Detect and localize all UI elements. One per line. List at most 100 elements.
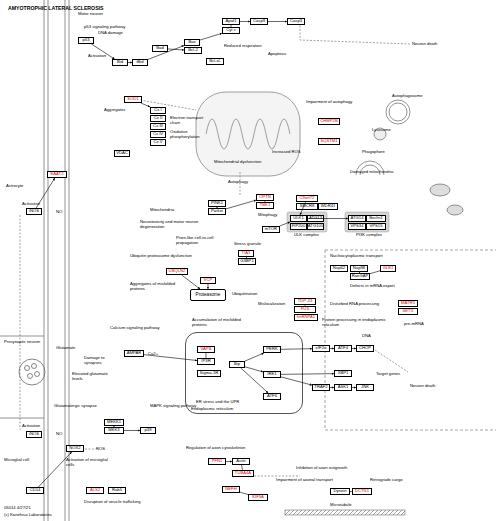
gene-box: FIP200 xyxy=(290,223,307,230)
annotation-text: Glutamate xyxy=(56,346,75,351)
gene-box: Apaf1 xyxy=(222,18,240,25)
annotation-text: Defects in mRNA export xyxy=(350,284,395,289)
node-label: TBK1 xyxy=(260,203,270,207)
annotation-text: Damaged mitochondria xyxy=(350,170,393,175)
pathway-arrow xyxy=(246,257,247,258)
annotation-text: ROS xyxy=(96,447,105,452)
diagram-title: AMYOTROPHIC LATERAL SCLEROSIS xyxy=(8,5,104,11)
node-label: PINK1 xyxy=(211,201,223,205)
pathway-arrow xyxy=(359,272,360,273)
node-label: TIA1 xyxy=(242,251,251,255)
pathway-arrow xyxy=(265,201,266,202)
node-label: Bcl-xL xyxy=(209,59,221,63)
gene-box: VPS34 xyxy=(348,223,366,230)
gene-box: ASK1 xyxy=(334,384,352,391)
gene-box: ULK1 xyxy=(290,215,307,222)
node-label: WDR41 xyxy=(321,204,336,208)
node-label: Rab5 xyxy=(112,488,122,492)
gene-box: Nup62 xyxy=(330,265,348,272)
gene-box: TRAF2 xyxy=(312,384,330,391)
pathway-arrow xyxy=(144,355,197,361)
pathway-arrow xyxy=(281,373,334,375)
node-label: Cx III xyxy=(153,124,163,128)
gene-box: Bad xyxy=(152,45,168,52)
annotation-text: Glutamatergic synapse xyxy=(54,404,97,409)
pathway-arrow xyxy=(307,218,348,219)
gene-box: Rab5 xyxy=(108,487,126,494)
node-label: TUBA4A xyxy=(235,471,251,475)
pathway-arrow xyxy=(182,275,200,289)
node-label: VDAC xyxy=(116,151,128,155)
node-label: ULK1 xyxy=(293,216,303,220)
disease-gene-box: OPTN xyxy=(256,194,274,201)
gene-box: SMCR8 xyxy=(296,203,318,210)
node-label: ATG14 xyxy=(351,216,364,220)
node-label: eIF2α xyxy=(316,346,327,350)
node-label: PERK xyxy=(266,347,277,351)
annotation-text: Oxidative phosphorylation xyxy=(170,130,210,139)
pathway-arrow xyxy=(226,200,256,209)
node-label: UBQLN2 xyxy=(169,269,186,273)
disease-gene-box: NEFH xyxy=(222,486,240,493)
annotation-text: Reduced respiration xyxy=(224,44,261,49)
pathway-arrow xyxy=(241,465,243,470)
pathway-arrow xyxy=(240,492,248,494)
gene-box: ATG14 xyxy=(348,215,366,222)
node-label: ATF4 xyxy=(338,346,348,350)
disease-gene-box: SETX xyxy=(398,308,418,315)
annotation-text: Stress granule xyxy=(234,242,261,247)
annotation-text: Lysosome xyxy=(372,128,391,133)
annotation-text: Microtubule xyxy=(330,503,352,508)
node-label: Endoplasmic reticulum xyxy=(191,407,233,411)
node-label: ATG101 xyxy=(308,224,323,228)
gene-box: CD14 xyxy=(26,487,44,494)
pathway-arrow xyxy=(217,207,218,208)
node-label: G3BP1 xyxy=(240,259,254,263)
pathway-arrow xyxy=(148,46,184,60)
gene-box: MKK3 xyxy=(104,427,124,434)
node-label: FUS xyxy=(301,307,309,311)
pathway-arrow xyxy=(352,387,356,388)
node-label: Bax xyxy=(188,40,195,44)
autophagy-vesicles xyxy=(356,100,463,215)
annotation-text: Microglial cell xyxy=(4,458,29,463)
disease-gene-box: PFN1 xyxy=(208,458,226,465)
gene-box: ATF4 xyxy=(334,345,352,352)
node-label: Actin xyxy=(236,459,245,463)
pathway-arrow xyxy=(281,377,312,385)
node-label: iNOS xyxy=(29,209,39,213)
pathway-arrow xyxy=(241,368,268,393)
node-label: SQSTM1 xyxy=(320,139,337,143)
annotation-text: Activation xyxy=(22,202,40,207)
gene-box: Bcl-xL xyxy=(206,58,224,65)
pathway-arrow xyxy=(114,426,115,427)
annotation-text: Retrograde cargo xyxy=(370,478,403,483)
gene-box: PERK xyxy=(263,346,281,353)
annotation-text: Presynaptic neuron xyxy=(4,340,40,345)
annotation-text: ER stress and the UPR xyxy=(196,400,239,405)
disease-gene-box: MATR3 xyxy=(398,300,418,307)
node-label: DCTN1 xyxy=(355,489,369,493)
annotation-text: Phagophore xyxy=(362,150,385,155)
gene-box: VPS15 xyxy=(366,223,386,230)
node-label: C9orf72 xyxy=(300,196,315,200)
annotation-text: NO xyxy=(56,210,62,215)
annotation-text: pre-mRNA xyxy=(404,322,424,327)
node-label: iNOS xyxy=(29,432,39,436)
annotation-text: Mitophagy xyxy=(258,213,277,218)
disease-gene-box: hnRNPA1 xyxy=(294,314,318,321)
pathway-arrow xyxy=(240,21,250,22)
annotation-text: Aggregates xyxy=(104,108,125,113)
disease-gene-box: EAAT2 xyxy=(47,171,67,178)
node-label: XBP1 xyxy=(338,371,349,375)
disease-gene-box: GLE1 xyxy=(380,265,396,272)
gene-box: RanGAP xyxy=(350,273,370,280)
gene-box: p38 xyxy=(140,427,156,434)
annotation-text: Damage to synapses xyxy=(84,356,122,365)
gene-box: WDR41 xyxy=(318,203,338,210)
disease-gene-box: C9orf72 xyxy=(296,195,318,202)
cell-membrane xyxy=(0,0,69,521)
gene-box: XBP1 xyxy=(334,370,352,377)
node-label: RanGAP xyxy=(352,274,369,278)
node-label: TDP-43 xyxy=(298,299,312,303)
